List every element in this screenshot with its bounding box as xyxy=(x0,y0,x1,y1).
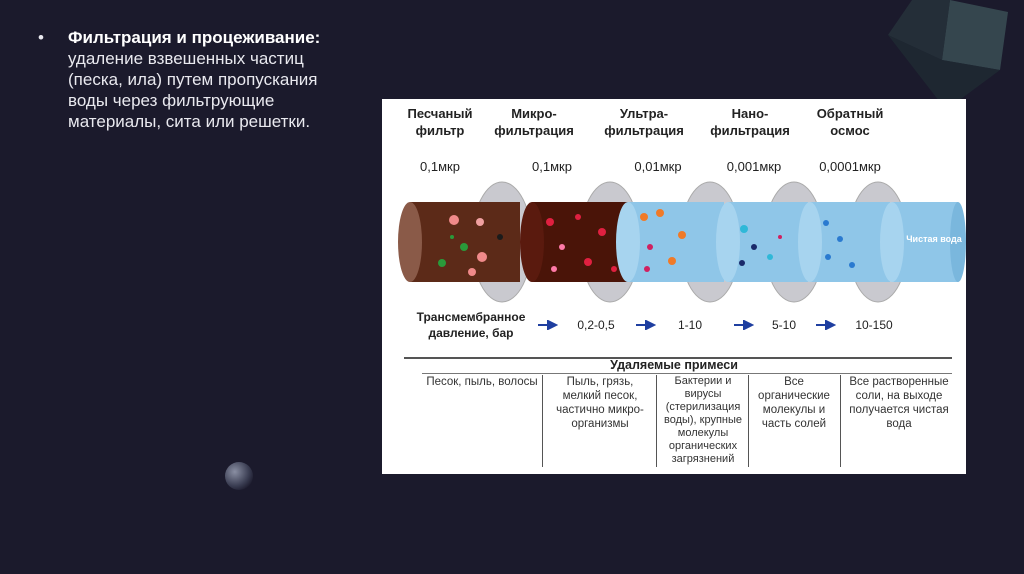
bullet-text: Фильтрация и процеживание: удаление взве… xyxy=(68,27,328,132)
impurity-ultra: Бактерии и вирусы (стерилизация воды), к… xyxy=(663,375,743,465)
particles-nano xyxy=(739,225,782,266)
column-separator-2 xyxy=(656,375,657,467)
impurity-sand: Песок, пыль, волосы xyxy=(426,376,538,388)
stage-title-sand: Песчаный фильтр xyxy=(407,106,473,138)
particles-ultra xyxy=(640,209,686,272)
stage-title-nano: Нано-фильтрация xyxy=(710,106,790,138)
pressure-arrow-2 xyxy=(636,320,656,330)
pipe-nano-section xyxy=(728,202,808,282)
pressure-value-4: 10-150 xyxy=(855,318,893,332)
decorative-orb xyxy=(225,462,253,490)
stage-size-osmosis: 0,0001мкр xyxy=(819,159,881,174)
pressure-value-1: 0,2-0,5 xyxy=(577,318,615,332)
stage-title-osmosis: Обратный осмос xyxy=(816,106,884,138)
particles-sand xyxy=(438,215,503,276)
particles-micro xyxy=(546,214,617,272)
bullet-bold-term: Фильтрация и процеживание: xyxy=(68,28,321,47)
particles-osmosis xyxy=(823,220,855,268)
column-separator-3 xyxy=(748,375,749,467)
stage-size-micro: 0,1мкр xyxy=(532,159,572,174)
bullet-description: удаление взвешенных частиц (песка, ила) … xyxy=(68,49,318,131)
column-separator-4 xyxy=(840,375,841,467)
stage-size-sand: 0,1мкр xyxy=(420,159,460,174)
pipe-osmosis-section xyxy=(810,202,890,282)
pressure-arrow-4 xyxy=(816,320,836,330)
impurity-osmosis: Все растворенные соли, на выходе получае… xyxy=(849,376,949,430)
stage-title-ultra: Ультра-фильтрация xyxy=(604,106,684,138)
pipe-sand-section xyxy=(410,202,520,282)
stage-size-ultra: 0,01мкр xyxy=(634,159,682,174)
decorative-cube xyxy=(888,0,1008,110)
divider-impurities xyxy=(422,373,952,374)
pressure-value-3: 5-10 xyxy=(771,318,797,332)
pressure-value-2: 1-10 xyxy=(677,318,703,332)
divider-top xyxy=(404,357,952,359)
pressure-arrow-3 xyxy=(734,320,754,330)
filtration-diagram: Песчаный фильтр Микро-фильтрация Ультра-… xyxy=(382,99,966,474)
pressure-arrow-1 xyxy=(538,320,558,330)
stage-size-nano: 0,001мкр xyxy=(726,159,782,174)
stage-title-micro: Микро-фильтрация xyxy=(494,106,574,138)
impurity-micro: Пыль, грязь, мелкий песок, частично микр… xyxy=(556,376,644,430)
column-separator-1 xyxy=(542,375,543,467)
bullet-point: • Фильтрация и процеживание: удаление вз… xyxy=(38,27,328,132)
impurity-nano: Все органические молекулы и часть солей xyxy=(758,376,830,430)
clean-water-label: Чистая вода xyxy=(906,234,963,244)
bullet-marker: • xyxy=(38,28,44,47)
pressure-label: Трансмембранное давление, бар xyxy=(416,310,526,340)
filtration-pipe: Чистая вода xyxy=(398,181,966,303)
pipe-sand-face xyxy=(398,202,422,282)
impurities-title: Удаляемые примеси xyxy=(610,358,738,372)
